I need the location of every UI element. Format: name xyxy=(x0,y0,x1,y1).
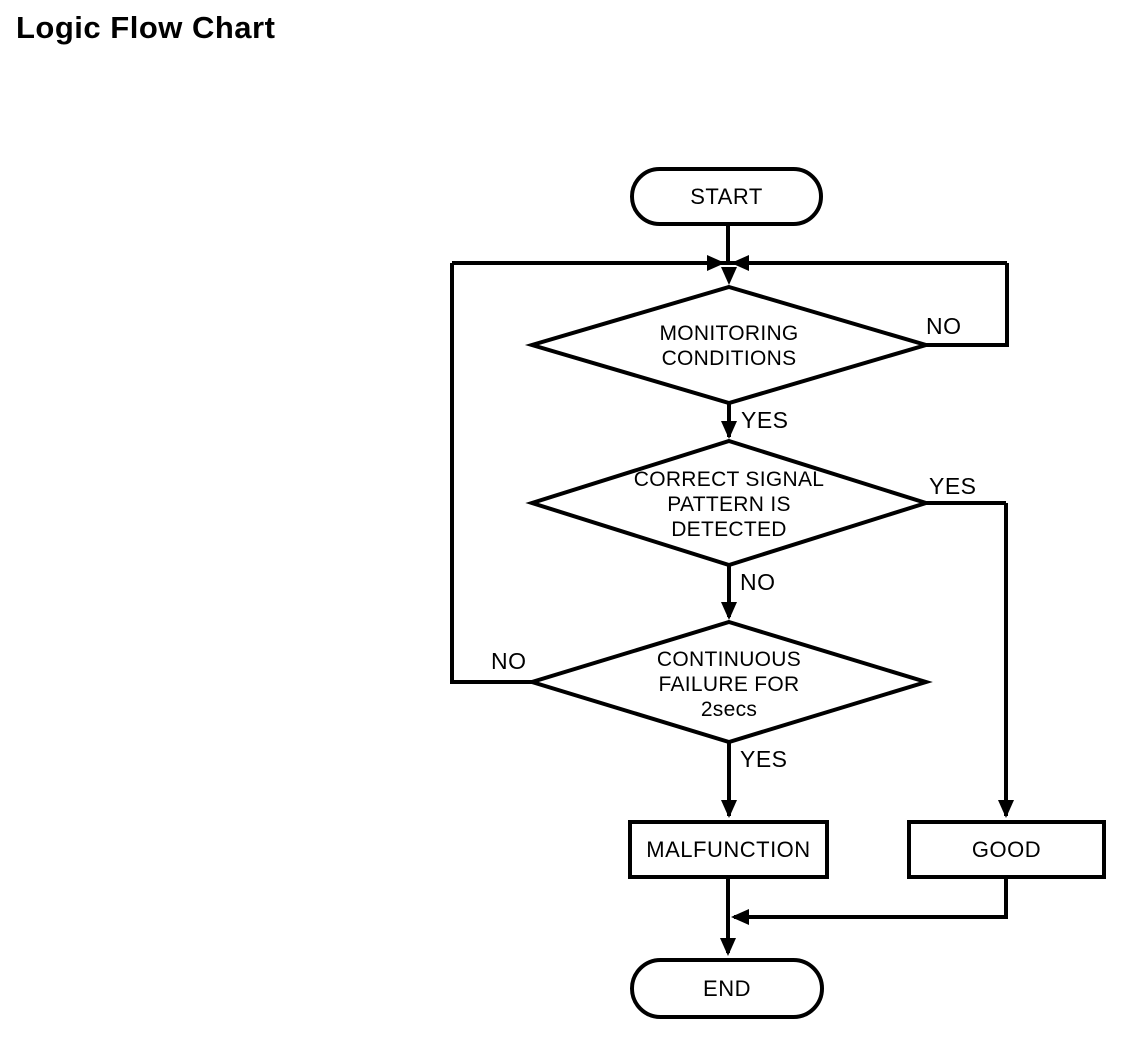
monitoring-no-label: NO xyxy=(926,313,962,339)
junction-right-arrowhead xyxy=(707,255,725,271)
into-malfunction-arrowhead xyxy=(721,800,737,818)
failure-no-label: NO xyxy=(491,648,527,674)
into-signal-arrowhead xyxy=(721,421,737,439)
into-end-arrowhead xyxy=(720,938,736,956)
failure-yes-label: YES xyxy=(740,746,788,772)
page-title: Logic Flow Chart xyxy=(16,10,276,45)
good-node-label: GOOD xyxy=(971,836,1042,862)
monitoring-conditions-decision xyxy=(524,284,934,406)
continuous-failure-label: CONTINUOUS FAILURE FOR 2secs xyxy=(656,648,802,721)
start-node-label: START xyxy=(690,183,763,209)
monitoring-yes-label: YES xyxy=(741,407,789,433)
signal-yes-label: YES xyxy=(929,473,977,499)
into-monitoring-arrowhead xyxy=(721,267,737,285)
end-node: END xyxy=(630,958,824,1019)
junction-left-arrowhead xyxy=(731,255,749,271)
merge-left-arrowhead xyxy=(731,909,749,925)
start-node: START xyxy=(630,167,823,226)
correct-signal-label: CORRECT SIGNAL PATTERN IS DETECTED xyxy=(633,468,825,541)
good-node: GOOD xyxy=(907,820,1106,879)
arrowheads xyxy=(707,255,1014,956)
malfunction-node: MALFUNCTION xyxy=(628,820,829,879)
end-node-label: END xyxy=(703,975,751,1001)
continuous-failure-decision xyxy=(525,619,933,745)
signal-no-label: NO xyxy=(740,569,776,595)
correct-signal-decision xyxy=(525,438,933,568)
into-failure-arrowhead xyxy=(721,602,737,620)
into-good-arrowhead xyxy=(998,800,1014,818)
malfunction-node-label: MALFUNCTION xyxy=(646,836,811,862)
monitoring-conditions-label: MONITORING CONDITIONS xyxy=(659,322,799,370)
